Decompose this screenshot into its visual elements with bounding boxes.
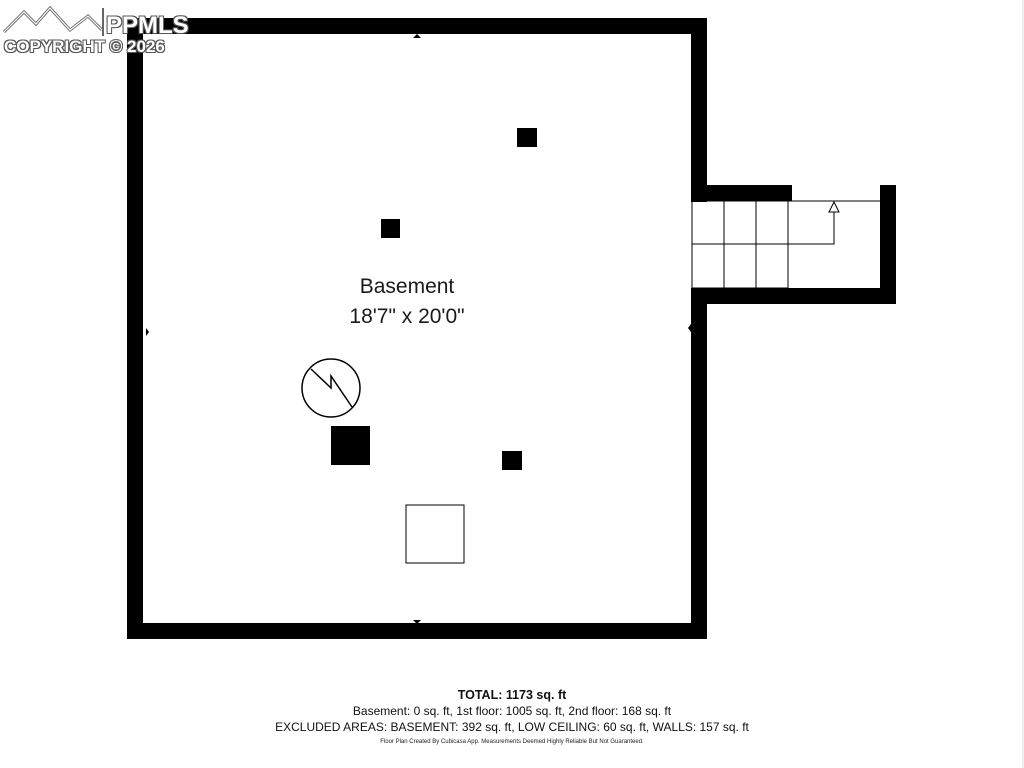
- stairs: [691, 200, 880, 289]
- excluded-areas: EXCLUDED AREAS: BASEMENT: 392 sq. ft, LO…: [275, 720, 749, 734]
- copyright-watermark: COPYRIGHT © 2026: [4, 37, 165, 56]
- room-dimensions: 18'7" x 20'0": [349, 305, 465, 328]
- basement-walls: [127, 18, 707, 639]
- post-3: [502, 451, 522, 470]
- disclaimer: Floor Plan Created By Cubicasa App. Meas…: [380, 739, 644, 745]
- post-1: [517, 128, 537, 147]
- large-post: [331, 426, 370, 465]
- post-2: [381, 219, 400, 238]
- stair-bottom-wall: [691, 288, 896, 304]
- bottom-wall: [127, 623, 707, 639]
- top-wall: [127, 18, 707, 34]
- support-posts: [331, 128, 537, 470]
- stair-top-wall-left: [691, 185, 792, 201]
- ppmls-brand: PPMLS: [106, 12, 189, 39]
- floor-fixture-square: [405, 504, 465, 564]
- water-heater-icon: [301, 358, 361, 418]
- stair-right-wall: [880, 185, 896, 304]
- dimension-markers: [146, 34, 691, 624]
- room-label: Basement 18'7" x 20'0": [307, 272, 507, 332]
- total-area: TOTAL: 1173 sq. ft: [457, 688, 567, 702]
- area-summary: TOTAL: 1173 sq. ft Basement: 0 sq. ft, 1…: [0, 687, 1024, 747]
- stair-walls: [691, 185, 896, 304]
- right-wall-upper: [691, 18, 707, 202]
- stair-direction-arrow: [788, 204, 835, 245]
- floor-areas: Basement: 0 sq. ft, 1st floor: 1005 sq. …: [352, 704, 672, 718]
- room-name: Basement: [359, 275, 455, 298]
- ppmls-logo-icon: [2, 5, 104, 36]
- left-wall: [127, 18, 143, 639]
- right-wall-lower: [691, 288, 707, 639]
